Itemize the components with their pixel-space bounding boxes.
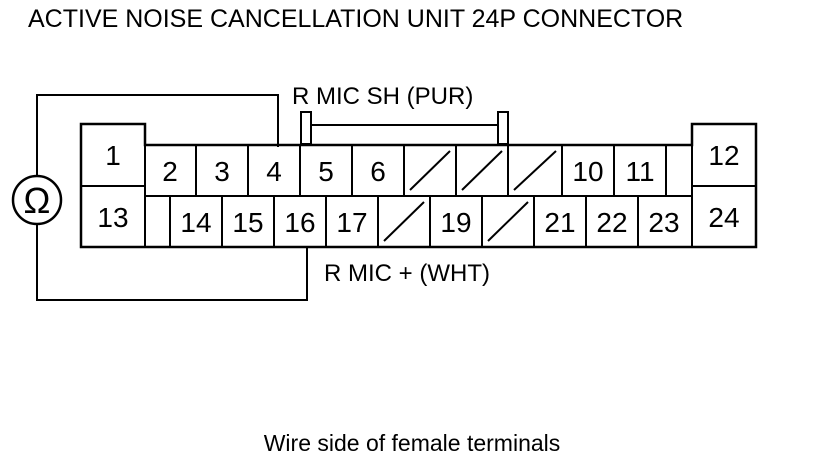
pin-11-label: 11 (625, 156, 654, 187)
pin-16-label: 16 (284, 207, 315, 238)
shield-bracket (300, 111, 509, 145)
probe-wire-pin4 (36, 94, 279, 176)
pin-14-label: 14 (180, 207, 211, 238)
pin-15-label: 15 (232, 207, 263, 238)
wire-label-mic-plus: R MIC + (WHT) (324, 260, 490, 287)
probe-wires (36, 94, 308, 301)
probe-wire-pin16 (36, 224, 308, 301)
empty-pin-7 (409, 150, 451, 191)
pin-10-label: 10 (572, 156, 603, 187)
pin-numbers: 1 2 3 4 5 6 10 11 12 13 14 15 16 17 19 2… (97, 140, 739, 238)
ohmmeter-icon: Ω (11, 174, 63, 226)
pin-5-label: 5 (318, 156, 334, 187)
pin-23-label: 23 (648, 207, 679, 238)
empty-pin-18 (383, 201, 425, 242)
diagram-title: ACTIVE NOISE CANCELLATION UNIT 24P CONNE… (28, 5, 683, 33)
connector-grid (81, 145, 756, 247)
empty-cavity-marks (383, 150, 557, 242)
pin-1-label: 1 (105, 140, 121, 171)
pin-19-label: 19 (440, 207, 471, 238)
empty-pin-8 (461, 150, 503, 191)
pin-4-label: 4 (266, 156, 282, 187)
pin-2-label: 2 (162, 156, 178, 187)
pin-24-label: 24 (708, 202, 739, 233)
pin-3-label: 3 (214, 156, 230, 187)
ohm-symbol: Ω (24, 180, 51, 221)
pin-13-label: 13 (97, 202, 128, 233)
pin-21-label: 21 (544, 207, 575, 238)
pin-17-label: 17 (336, 207, 367, 238)
diagram-caption: Wire side of female terminals (264, 430, 561, 456)
pin-6-label: 6 (370, 156, 386, 187)
empty-pin-9 (513, 150, 557, 191)
empty-pin-20 (487, 201, 529, 242)
wire-label-shield: R MIC SH (PUR) (292, 83, 473, 110)
pin-12-label: 12 (708, 140, 739, 171)
pin-22-label: 22 (596, 207, 627, 238)
